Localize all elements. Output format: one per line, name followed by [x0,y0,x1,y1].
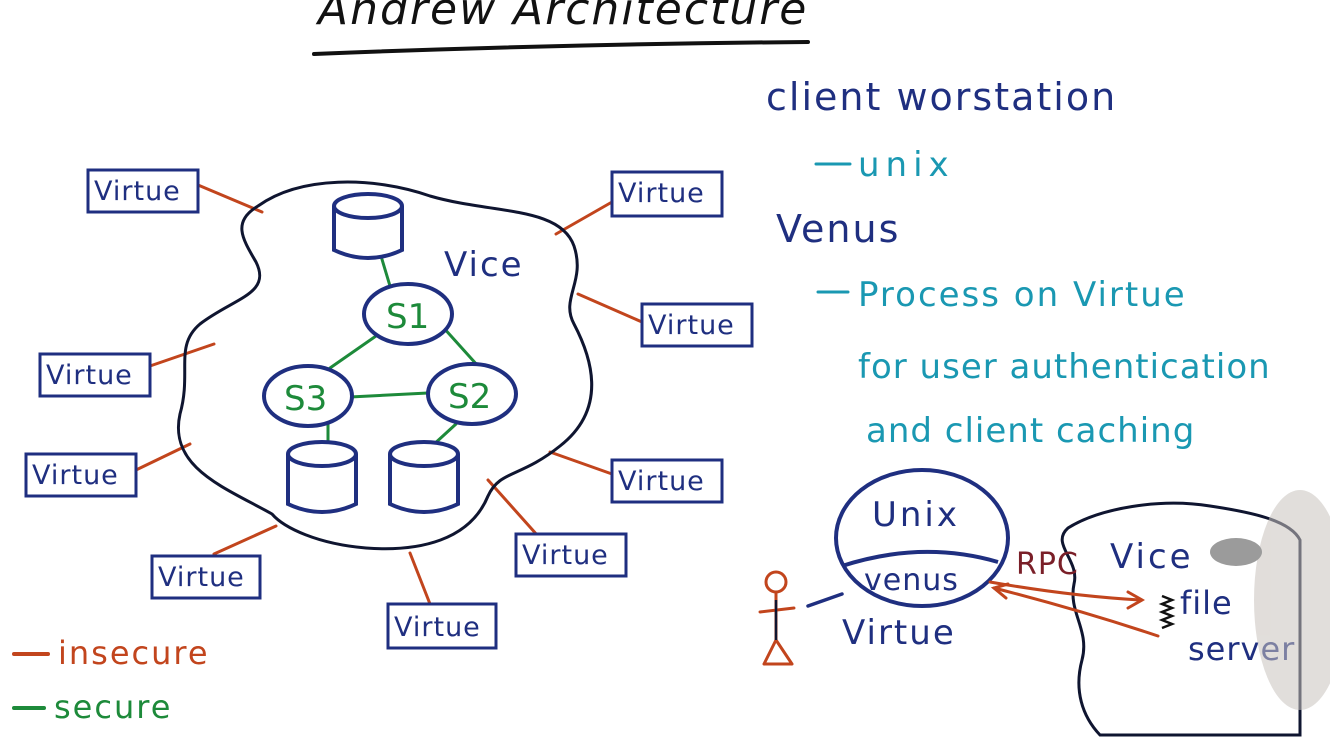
rpc-label: RPC [1016,547,1079,582]
virtue-box: Virtue [514,532,628,578]
page-title: Andrew Architecture [315,0,808,35]
virtue-box: Virtue [24,452,138,498]
vice-detail-label: Vice [1110,537,1194,577]
svg-text:S1: S1 [386,297,429,337]
svg-text:Virtue: Virtue [158,562,245,593]
title-underline [312,40,810,56]
workstation-circle [834,468,1010,608]
svg-text:Virtue: Virtue [94,176,181,207]
svg-text:Virtue: Virtue [32,460,119,491]
legend: insecure secure [12,634,210,726]
virtue-box: Virtue [640,302,754,348]
virtue-box: Virtue [610,170,724,218]
server-s3: S3 [262,364,354,428]
svg-text:Virtue: Virtue [46,360,133,391]
svg-text:Virtue: Virtue [648,310,735,341]
svg-text:Virtue: Virtue [618,178,705,209]
insecure-links [134,183,644,606]
note-authentication: for user authentication [858,347,1271,387]
marker-hand [1210,490,1330,710]
virtue-box: Virtue [386,602,498,650]
note-client-workstation: client worstation [766,75,1117,119]
svg-text:S2: S2 [448,377,491,417]
virtue-box: Virtue [610,458,724,504]
virtue-label: Virtue [842,613,956,653]
secure-links [326,254,480,448]
virtue-box: Virtue [38,352,152,398]
svg-text:S3: S3 [284,379,327,419]
virtue-box: Virtue [150,554,262,600]
vice-label: Vice [444,245,524,285]
file-server-spring [1158,594,1176,630]
server-s2: S2 [426,362,518,426]
svg-text:Virtue: Virtue [394,612,481,643]
server-s1: S1 [362,282,454,346]
venus-label: venus [864,563,959,598]
unix-label: Unix [872,495,960,535]
venus-partition [841,549,999,568]
legend-secure-label: secure [54,688,172,726]
vice-cloud [176,180,594,551]
rpc-arrows [988,580,1160,638]
note-caching: and client caching [866,411,1195,451]
svg-text:Virtue: Virtue [522,540,609,571]
legend-insecure-label: insecure [58,634,210,672]
vice-detail-cloud [1060,501,1302,737]
disk-top [332,192,404,260]
file-label: file [1180,584,1233,622]
disk-left [286,440,358,514]
note-unix: unix [858,145,955,185]
svg-text:Virtue: Virtue [618,466,705,497]
note-venus: Venus [776,207,900,251]
notes: client worstation unix Venus Process on … [766,75,1271,451]
virtue-box: Virtue [86,168,200,214]
disk-right [388,440,460,514]
note-process: Process on Virtue [858,275,1187,315]
user-figure [758,570,796,666]
workstation-detail: Unix venus Virtue [806,468,1010,653]
